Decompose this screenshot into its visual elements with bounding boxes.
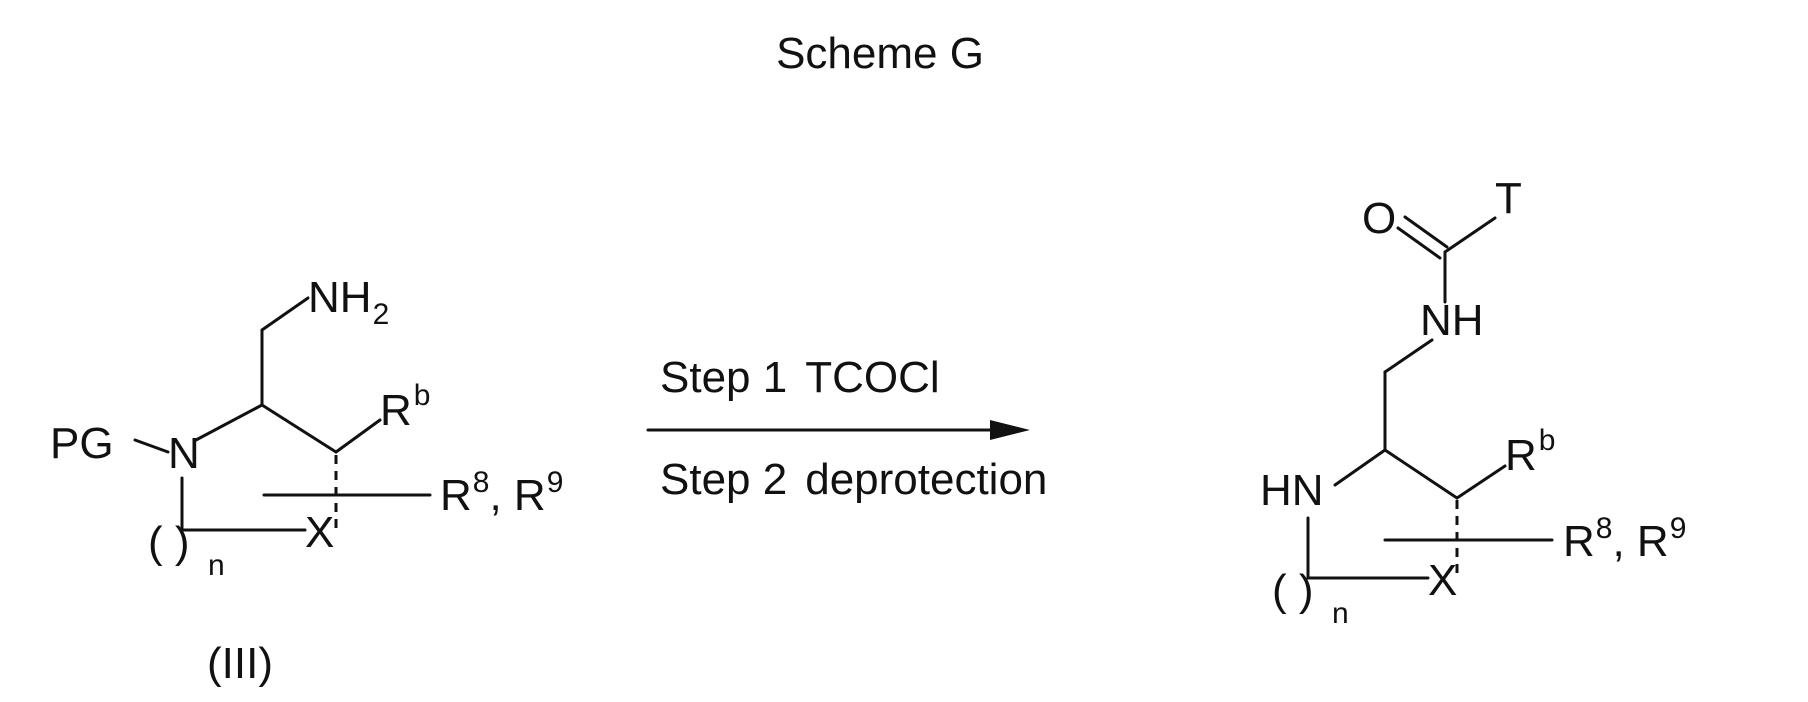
compound-label-iii: (III) xyxy=(207,639,273,688)
hn-c2-bond xyxy=(1335,450,1385,485)
ring-size-n: n xyxy=(1332,597,1349,630)
n-c2-bond xyxy=(196,405,262,440)
r8-r9-label: R8, R9 xyxy=(440,466,563,520)
oxygen-label: O xyxy=(1362,194,1396,243)
rb-label: Rb xyxy=(1505,424,1555,480)
rb-label: Rb xyxy=(380,379,430,435)
amide-nh-label: NH xyxy=(1420,296,1484,345)
c2-c3-bond xyxy=(1385,450,1457,498)
co-double-bond-b xyxy=(1405,217,1447,247)
t-group-label: T xyxy=(1495,174,1522,223)
amine-label: NH2 xyxy=(308,273,389,331)
pg-n-bond xyxy=(135,440,168,452)
c-t-bond xyxy=(1445,218,1495,252)
reaction-arrow-head xyxy=(990,420,1030,440)
step1-condition: Step 1TCOCl xyxy=(660,353,940,402)
ring-size-paren: ( ) xyxy=(1272,566,1314,615)
ring-hn-label: HN xyxy=(1260,466,1324,515)
r8-r9-label: R8, R9 xyxy=(1563,512,1686,566)
c3-rb-bond xyxy=(336,420,380,452)
scheme-title: Scheme G xyxy=(776,29,984,78)
co-double-bond-a xyxy=(1398,228,1440,258)
step2-condition: Step 2deprotection xyxy=(660,455,1047,504)
product-structure: O T NH HN Rb X ( ) n R8, R9 xyxy=(1260,174,1686,630)
x-atom-label: X xyxy=(305,508,334,557)
c2-c3-bond xyxy=(262,405,336,452)
protecting-group-label: PG xyxy=(50,419,114,468)
ring-nitrogen-label: N xyxy=(168,429,200,478)
ch2-nh2-bond xyxy=(262,298,308,330)
x-atom-label: X xyxy=(1428,556,1457,605)
reaction-arrow-group: Step 1TCOCl Step 2deprotection xyxy=(648,353,1047,504)
c3-rb-bond xyxy=(1457,466,1505,498)
ring-size-paren: ( ) xyxy=(148,518,190,567)
ring-size-n: n xyxy=(208,549,225,582)
reactant-structure: PG N NH2 Rb X ( ) n R8, R9 (III) xyxy=(50,273,563,688)
